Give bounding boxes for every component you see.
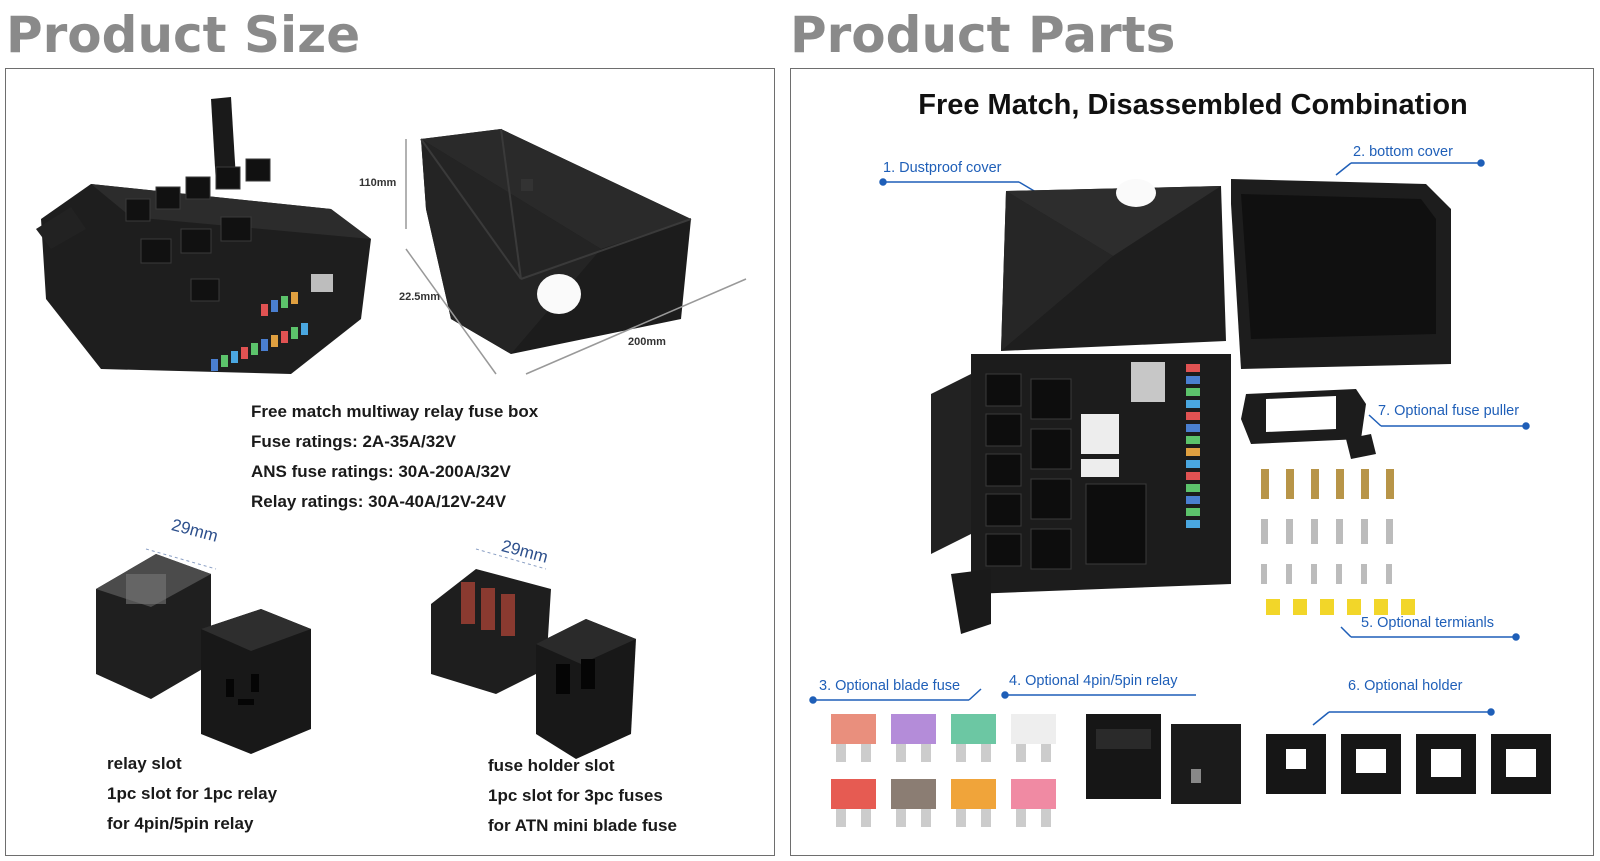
caption-line: 1pc slot for 3pc fuses <box>488 786 663 805</box>
dimension-lines <box>405 139 747 375</box>
dustproof-cover-label: 1. Dustproof cover <box>883 160 1002 176</box>
label-pointer-lines <box>809 159 1530 726</box>
width-dimension-label: 200mm <box>628 336 666 348</box>
product-parts-panel: Free Match, Disassembled Combination 1. … <box>790 68 1594 856</box>
caption-line: for 4pin/5pin relay <box>107 814 254 833</box>
depth-dimension-label: 22.5mm <box>399 291 440 303</box>
fuse-holder-image <box>431 548 636 759</box>
product-parts-title: Product Parts <box>790 6 1176 64</box>
caption-line: fuse holder slot <box>488 756 615 775</box>
spec-line: Fuse ratings: 2A-35A/32V <box>251 432 457 451</box>
spec-list: Free match multiway relay fuse box Fuse … <box>251 397 538 517</box>
fuse-puller-label: 7. Optional fuse puller <box>1378 403 1520 419</box>
product-size-panel: 110mm 22.5mm 200mm Free match multiway r… <box>5 68 775 856</box>
caption-line: 1pc slot for 1pc relay <box>107 784 278 803</box>
product-size-title: Product Size <box>6 6 361 64</box>
relay-with-socket-image <box>96 548 311 754</box>
fuse-box-closed-image <box>420 128 692 354</box>
spec-line: Relay ratings: 30A-40A/12V-24V <box>251 492 507 511</box>
fuse-box-base-image <box>931 354 1231 634</box>
dustproof-cover-image <box>1001 179 1226 351</box>
relay-label: 4. Optional 4pin/5pin relay <box>1009 673 1178 689</box>
parts-headline: Free Match, Disassembled Combination <box>918 89 1468 121</box>
terminals-label: 5. Optional termianls <box>1361 615 1494 631</box>
bottom-cover-label: 2. bottom cover <box>1353 144 1453 160</box>
height-dimension-label: 110mm <box>359 177 397 189</box>
holder-label: 6. Optional holder <box>1348 678 1463 694</box>
relay-slot-caption: relay slot 1pc slot for 1pc relay for 4p… <box>107 749 277 839</box>
blade-fuses-image <box>831 714 1056 827</box>
fuse-slot-caption: fuse holder slot 1pc slot for 3pc fuses … <box>488 751 677 841</box>
spec-line: Free match multiway relay fuse box <box>251 402 539 421</box>
fuse-puller-image <box>1241 389 1376 459</box>
holders-image <box>1266 734 1551 794</box>
bottom-cover-image <box>1231 179 1451 369</box>
caption-line: relay slot <box>107 754 182 773</box>
blade-fuse-label: 3. Optional blade fuse <box>819 678 961 694</box>
spec-line: ANS fuse ratings: 30A-200A/32V <box>251 462 511 481</box>
fuse-box-open-image <box>36 97 371 374</box>
caption-line: for ATN mini blade fuse <box>488 816 677 835</box>
terminals-image <box>1261 469 1415 615</box>
relays-image <box>1086 714 1241 804</box>
